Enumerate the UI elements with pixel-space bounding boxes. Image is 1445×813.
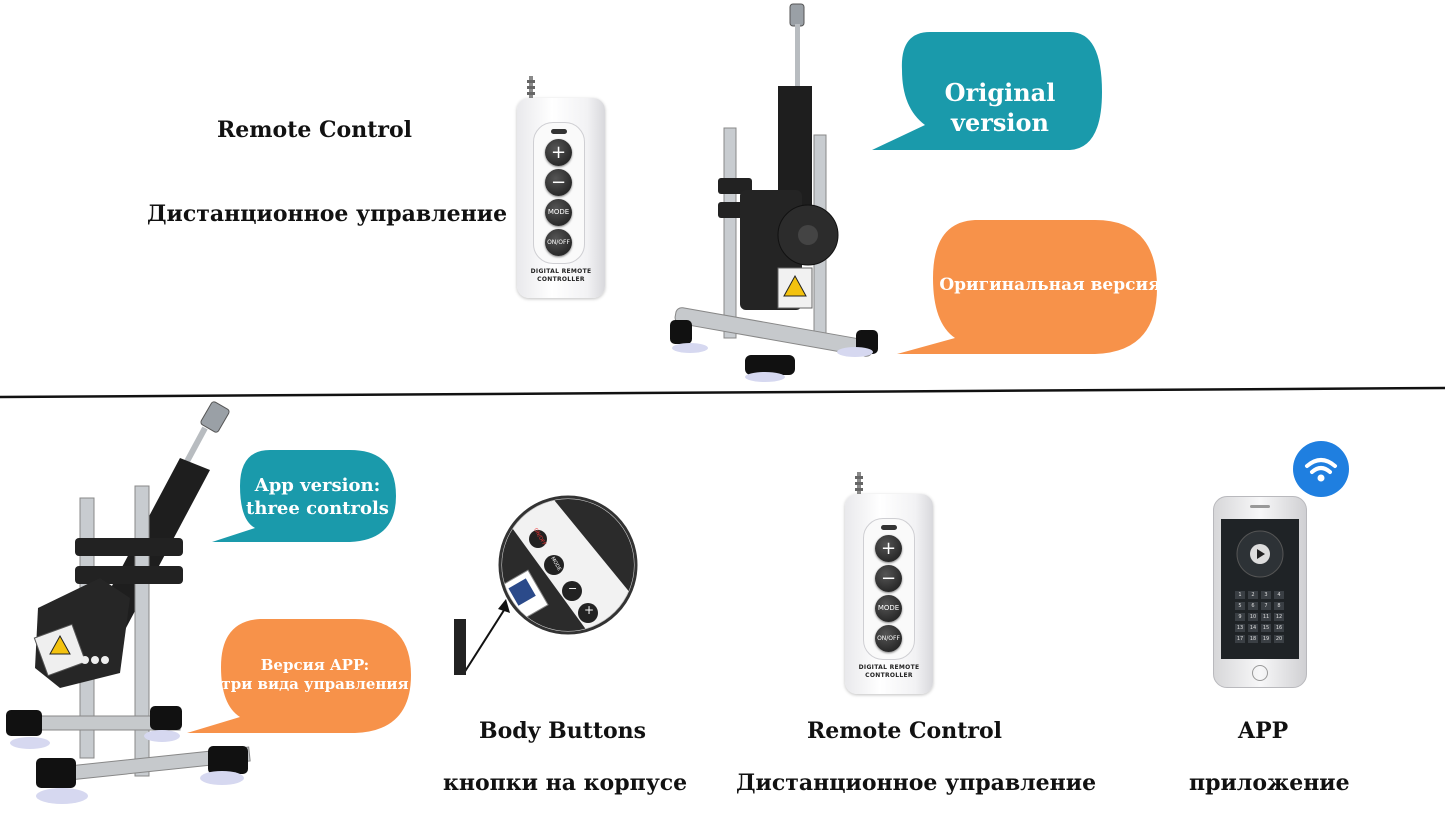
speech-bubble-original-en [872,32,1102,150]
app-key: 16 [1274,624,1284,632]
app-key: 13 [1235,624,1245,632]
bubble-app-ru: Версия APP: три вида управления [220,656,410,694]
body-buttons-label-ru: кнопки на корпусе [443,770,688,796]
app-key: 18 [1248,635,1258,643]
speaker [1250,505,1270,508]
bottom-remote-label-ru: Дистанционное управление [736,770,1097,796]
bubble-original-en: Original version [944,78,1056,137]
app-label-ru: приложение [1189,770,1350,796]
remote-caption-2: CONTROLLER [865,672,913,679]
app-key: 7 [1261,602,1271,610]
bubble-app-en-line2: three controls [246,497,389,519]
app-key: 1 [1235,591,1245,599]
onoff-button: ON/OFF [545,229,572,256]
bottom-remote-label-en: Remote Control [807,718,1003,744]
body-buttons-label-en: Body Buttons [479,718,647,744]
antenna-icon [855,472,863,498]
remote-caption-2: CONTROLLER [537,276,585,283]
speech-bubble-app-en [212,450,396,542]
plus-button: + [545,139,572,166]
app-key: 12 [1274,613,1284,621]
remote-caption-1: DIGITAL REMOTE [530,268,592,275]
antenna-icon [527,76,535,102]
arrow-pointer [463,606,507,674]
bottom-remote-control: + − MODE ON/OFF DIGITAL REMOTE CONTROLLE… [842,472,942,696]
section-divider [0,386,1445,399]
app-key: 11 [1261,613,1271,621]
app-label-en: APP [1238,718,1289,744]
app-dial-icon [1236,530,1284,578]
app-key: 6 [1248,602,1258,610]
app-machine-image [6,401,251,804]
remote-caption-1: DIGITAL REMOTE [858,664,920,671]
bubble-app-ru-line1: Версия APP: [260,656,370,674]
app-key: 4 [1274,591,1284,599]
bubble-app-en-line1: App version: [254,475,381,496]
speech-bubble-app-ru [187,619,411,733]
plus-button: + [875,535,902,562]
bubble-original-ru: Оригинальная версия [939,275,1161,295]
app-key: 2 [1248,591,1258,599]
home-button [1252,665,1268,681]
app-key: 20 [1274,635,1284,643]
original-machine-image [670,3,878,382]
app-key: 14 [1248,624,1258,632]
onoff-button: ON/OFF [875,625,902,652]
top-remote-label-ru: Дистанционное управление [147,201,508,227]
top-remote-label-en: Remote Control [217,117,413,143]
body-button-minus: − [568,582,578,595]
minus-button: − [545,169,572,196]
body-button-plus: + [584,603,595,617]
app-key: 19 [1261,635,1271,643]
bubble-app-en: App version: three controls [245,475,390,520]
mode-button: MODE [875,595,902,622]
app-key: 10 [1248,613,1258,621]
app-key: 15 [1261,624,1271,632]
body-buttons-image [454,495,638,675]
app-key: 5 [1235,602,1245,610]
top-remote-control: + − MODE ON/OFF DIGITAL REMOTE CONTROLLE… [512,76,612,300]
mode-button: MODE [545,199,572,226]
speech-bubble-original-ru [897,220,1157,354]
app-key: 17 [1235,635,1245,643]
minus-button: − [875,565,902,592]
app-key: 3 [1261,591,1271,599]
app-key: 9 [1235,613,1245,621]
bubble-app-ru-line2: три вида управления [221,674,409,693]
wifi-icon [1293,441,1349,497]
app-key: 8 [1274,602,1284,610]
